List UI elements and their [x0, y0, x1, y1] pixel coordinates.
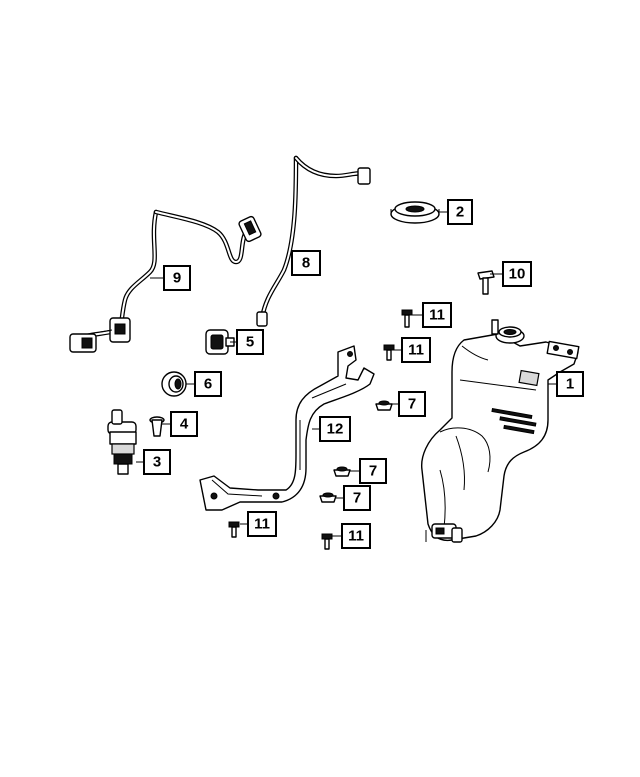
callout-1: 1 — [556, 371, 584, 397]
callout-11-c-label: 11 — [254, 516, 270, 533]
callout-11-a-label: 11 — [429, 307, 445, 324]
callout-7-c: 7 — [343, 485, 371, 511]
fastener-11-screw-d[interactable] — [321, 533, 333, 550]
callout-5-label: 5 — [246, 334, 254, 351]
part-9-wiring-harness[interactable] — [69, 209, 262, 353]
fastener-7-nut-c[interactable] — [319, 492, 337, 503]
callout-9-label: 9 — [173, 270, 181, 287]
callout-9: 9 — [163, 265, 191, 291]
callout-7-a: 7 — [398, 391, 426, 417]
callout-6: 6 — [194, 371, 222, 397]
callout-5: 5 — [236, 329, 264, 355]
callout-7-b-label: 7 — [369, 463, 377, 480]
fastener-7-nut-b[interactable] — [333, 466, 351, 477]
fastener-7-nut-a[interactable] — [375, 400, 393, 411]
callout-7-c-label: 7 — [353, 490, 361, 507]
part-5-pump-seal[interactable] — [205, 329, 235, 355]
callout-12-label: 12 — [327, 421, 344, 438]
part-10-screw[interactable] — [477, 270, 495, 295]
callout-7-a-label: 7 — [408, 396, 416, 413]
callout-11-c: 11 — [247, 511, 277, 537]
part-8-washer-hose[interactable] — [256, 155, 371, 327]
callout-11-d: 11 — [341, 523, 371, 549]
part-4-level-sensor[interactable] — [149, 416, 165, 437]
fastener-11-screw-b[interactable] — [383, 344, 395, 361]
part-6-grommet[interactable] — [161, 371, 187, 397]
leader-lines — [136, 211, 557, 537]
callout-11-d-label: 11 — [348, 528, 364, 545]
callout-11-b-label: 11 — [408, 342, 424, 359]
part-12-mounting-bracket[interactable] — [199, 345, 375, 511]
fastener-11-screw-c[interactable] — [228, 521, 240, 538]
callout-3: 3 — [143, 449, 171, 475]
callout-2: 2 — [447, 199, 473, 225]
callout-12: 12 — [319, 416, 351, 442]
callout-4: 4 — [170, 411, 198, 437]
callout-10-label: 10 — [509, 266, 526, 283]
callout-8: 8 — [291, 250, 321, 276]
callout-1-label: 1 — [566, 376, 574, 393]
callout-3-label: 3 — [153, 454, 161, 471]
callout-7-b: 7 — [359, 458, 387, 484]
fastener-11-screw-a[interactable] — [401, 309, 413, 328]
part-3-washer-pump[interactable] — [107, 409, 137, 475]
callout-8-label: 8 — [302, 255, 310, 272]
part-1-washer-reservoir[interactable] — [421, 319, 580, 543]
callout-11-a: 11 — [422, 302, 452, 328]
callout-2-label: 2 — [456, 204, 464, 221]
callout-10: 10 — [502, 261, 532, 287]
part-2-reservoir-cap[interactable] — [390, 201, 440, 224]
callout-11-b: 11 — [401, 337, 431, 363]
callout-4-label: 4 — [180, 416, 189, 433]
callout-6-label: 6 — [204, 376, 212, 393]
